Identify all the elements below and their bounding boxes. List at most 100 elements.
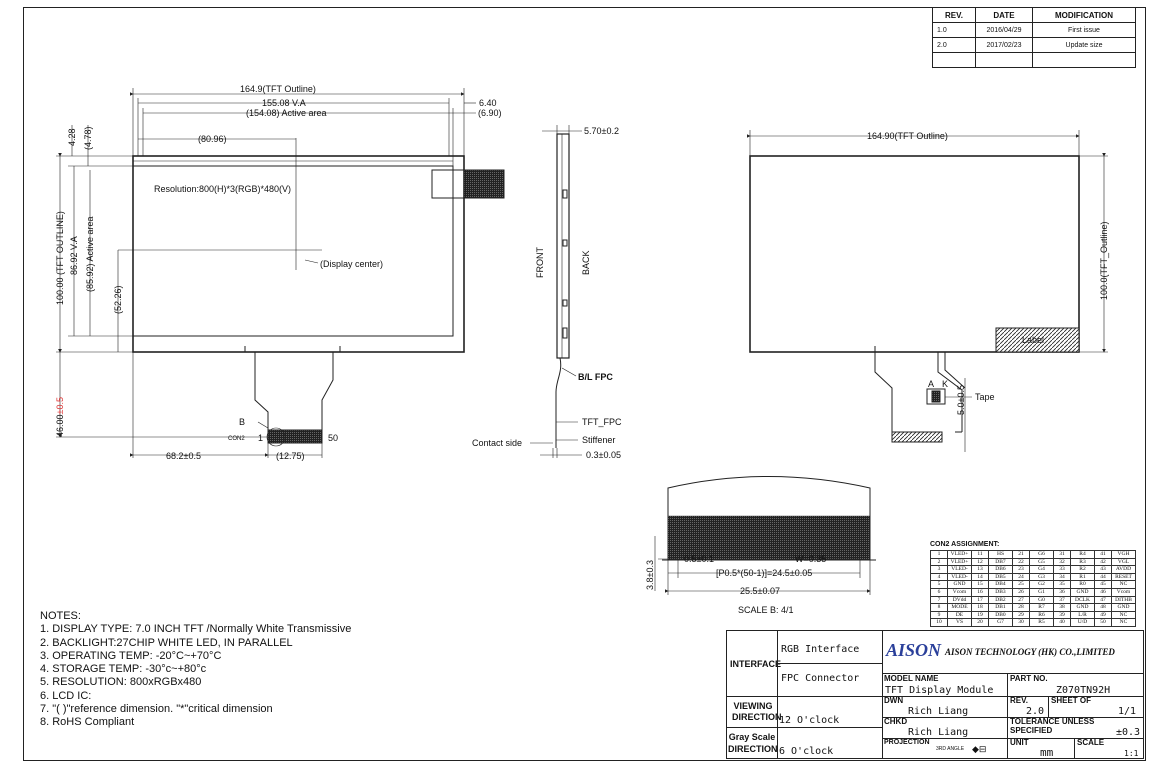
tolerance-value: ±0.3 xyxy=(1116,727,1141,738)
con2-pin-number: 43 xyxy=(1094,565,1112,574)
con2-pin-number: 19 xyxy=(971,610,989,620)
con2-pin-number: 45 xyxy=(1094,580,1112,589)
con2-signal: DB4 xyxy=(988,580,1013,589)
con2-pin-number: 33 xyxy=(1053,565,1071,574)
rgb-interface: RGB Interface xyxy=(781,644,860,655)
dim-fpc-length-base: 46.00 xyxy=(55,414,65,437)
detail-b xyxy=(654,476,876,595)
con2-pin-number: 18 xyxy=(971,603,989,612)
con2-pin-number: 34 xyxy=(1053,572,1071,582)
drawing-frame xyxy=(23,7,1146,761)
con2-signal: Vcom xyxy=(947,587,972,597)
con2-pin-number: 20 xyxy=(971,618,989,627)
con2-signal: G1 xyxy=(1029,587,1054,597)
con2-signal: VLED- xyxy=(947,572,972,582)
chkd-label: CHKD xyxy=(884,717,908,726)
con2-signal: G0 xyxy=(1029,595,1054,605)
scale-value: 1:1 xyxy=(1124,749,1139,758)
note-item: 8. RoHS Compliant xyxy=(40,716,135,729)
con2-pin-number: 35 xyxy=(1053,580,1071,589)
con2-signal: G2 xyxy=(1029,580,1054,589)
projection-label: PROJECTION xyxy=(884,739,930,746)
con2-signal: RESET xyxy=(1111,572,1136,582)
note-item: 4. STORAGE TEMP: -30°c~+80°c xyxy=(40,663,207,676)
con2-signal: GND xyxy=(1111,603,1136,612)
con2-pin-number: 21 xyxy=(1012,550,1030,559)
model-name-label: MODEL NAME xyxy=(884,674,939,683)
con2-pin-number: 6 xyxy=(930,587,948,597)
rev-value: 2.0 xyxy=(1026,706,1045,717)
con2-pin-number: 30 xyxy=(1012,618,1030,627)
pin-1-label: 1 xyxy=(258,433,263,443)
con2-pin-number: 39 xyxy=(1053,610,1071,620)
con2-pin-number: 16 xyxy=(971,587,989,597)
con2-signal: NC xyxy=(1111,618,1136,627)
con2-pin-number: 14 xyxy=(971,572,989,582)
con2-signal: VS xyxy=(947,618,972,627)
revision-table: REV. DATE MODIFICATION 1.0 2016/04/29 Fi… xyxy=(932,7,1136,68)
viewing-value: 12 O'clock xyxy=(779,715,840,726)
con2-signal: Vcom xyxy=(1111,587,1136,597)
con2-pin-number: 38 xyxy=(1053,603,1071,612)
detail-pitch: [P0.5*(50-1)]=24.5±0.05 xyxy=(716,568,812,578)
con2-title: CON2 ASSIGNMENT: xyxy=(930,541,1000,548)
aison-logo: AISON xyxy=(886,640,942,660)
dim-aa-height: (85.92) Active area xyxy=(85,216,95,292)
unit-label: UNIT xyxy=(1010,738,1029,747)
sheet-value: 1/1 xyxy=(1118,706,1137,717)
model-name: TFT Display Module xyxy=(885,685,994,696)
con2-pin-number: 26 xyxy=(1012,587,1030,597)
viewing-label: VIEWING DIRECTION xyxy=(732,701,782,722)
back-label: BACK xyxy=(581,250,591,275)
con2-signal: VLED+ xyxy=(947,557,972,567)
front-view-labels: 164.9(TFT Outline) 155.08 V.A (154.08) A… xyxy=(55,84,502,461)
front-view xyxy=(56,88,505,458)
dim-fpc-length: 46.00±0.5 xyxy=(55,397,65,437)
back-view xyxy=(747,130,1108,452)
con2-signal: R2 xyxy=(1070,565,1095,574)
con2-pin-number: 44 xyxy=(1094,572,1112,582)
dim-top-gap-ref: (4.78) xyxy=(83,126,93,150)
dim-center-y: (52.26) xyxy=(113,285,123,314)
con2-signal: DB3 xyxy=(988,587,1013,597)
detail-total: 25.5±0.07 xyxy=(740,586,780,596)
detail-scale: SCALE B: 4/1 xyxy=(738,605,794,615)
con2-signal: G5 xyxy=(1029,557,1054,567)
con2-signal: VGH xyxy=(1111,550,1136,559)
tape-label: Tape xyxy=(975,392,995,402)
detail-b-labels: 0.5±0.1 W=0.35 [P0.5*(50-1)]=24.5±0.05 2… xyxy=(645,554,826,615)
tape-dim: 5.0±0.5 xyxy=(956,385,966,415)
con2-pin-number: 5 xyxy=(930,580,948,589)
con2-signal: DB0 xyxy=(988,610,1013,620)
con2-signal: R0 xyxy=(1070,580,1095,589)
stiffener-label: Stiffener xyxy=(582,435,615,445)
con2-pin-number: 32 xyxy=(1053,557,1071,567)
con2-pin-number: 47 xyxy=(1094,595,1112,605)
con2-pin-number: 49 xyxy=(1094,610,1112,620)
con2-signal: NC xyxy=(1111,580,1136,589)
con2-signal: DB2 xyxy=(988,595,1013,605)
con2-signal: DB7 xyxy=(988,557,1013,567)
unit-value: mm xyxy=(1040,746,1054,759)
note-item: 6. LCD IC: xyxy=(40,689,92,702)
con2-signal: G6 xyxy=(1029,550,1054,559)
tft-fpc-label: TFT_FPC xyxy=(582,417,622,427)
con2-signal: R1 xyxy=(1070,572,1095,582)
con2-signal: AVDD xyxy=(1111,565,1136,574)
gray-scale-label: Gray Scale DIRECTION xyxy=(728,732,778,754)
con2-pin-number: 41 xyxy=(1094,550,1112,559)
side-view-labels: 5.70±0.2 FRONT BACK B/L FPC TFT_FPC Stif… xyxy=(472,126,622,460)
dwn-label: DWN xyxy=(884,696,904,705)
con2-signal: DB5 xyxy=(988,572,1013,582)
rev-label: REV. xyxy=(1010,696,1028,705)
con2-pin-number: 12 xyxy=(971,557,989,567)
back-dim-width: 164.90(TFT Outline) xyxy=(867,131,948,141)
